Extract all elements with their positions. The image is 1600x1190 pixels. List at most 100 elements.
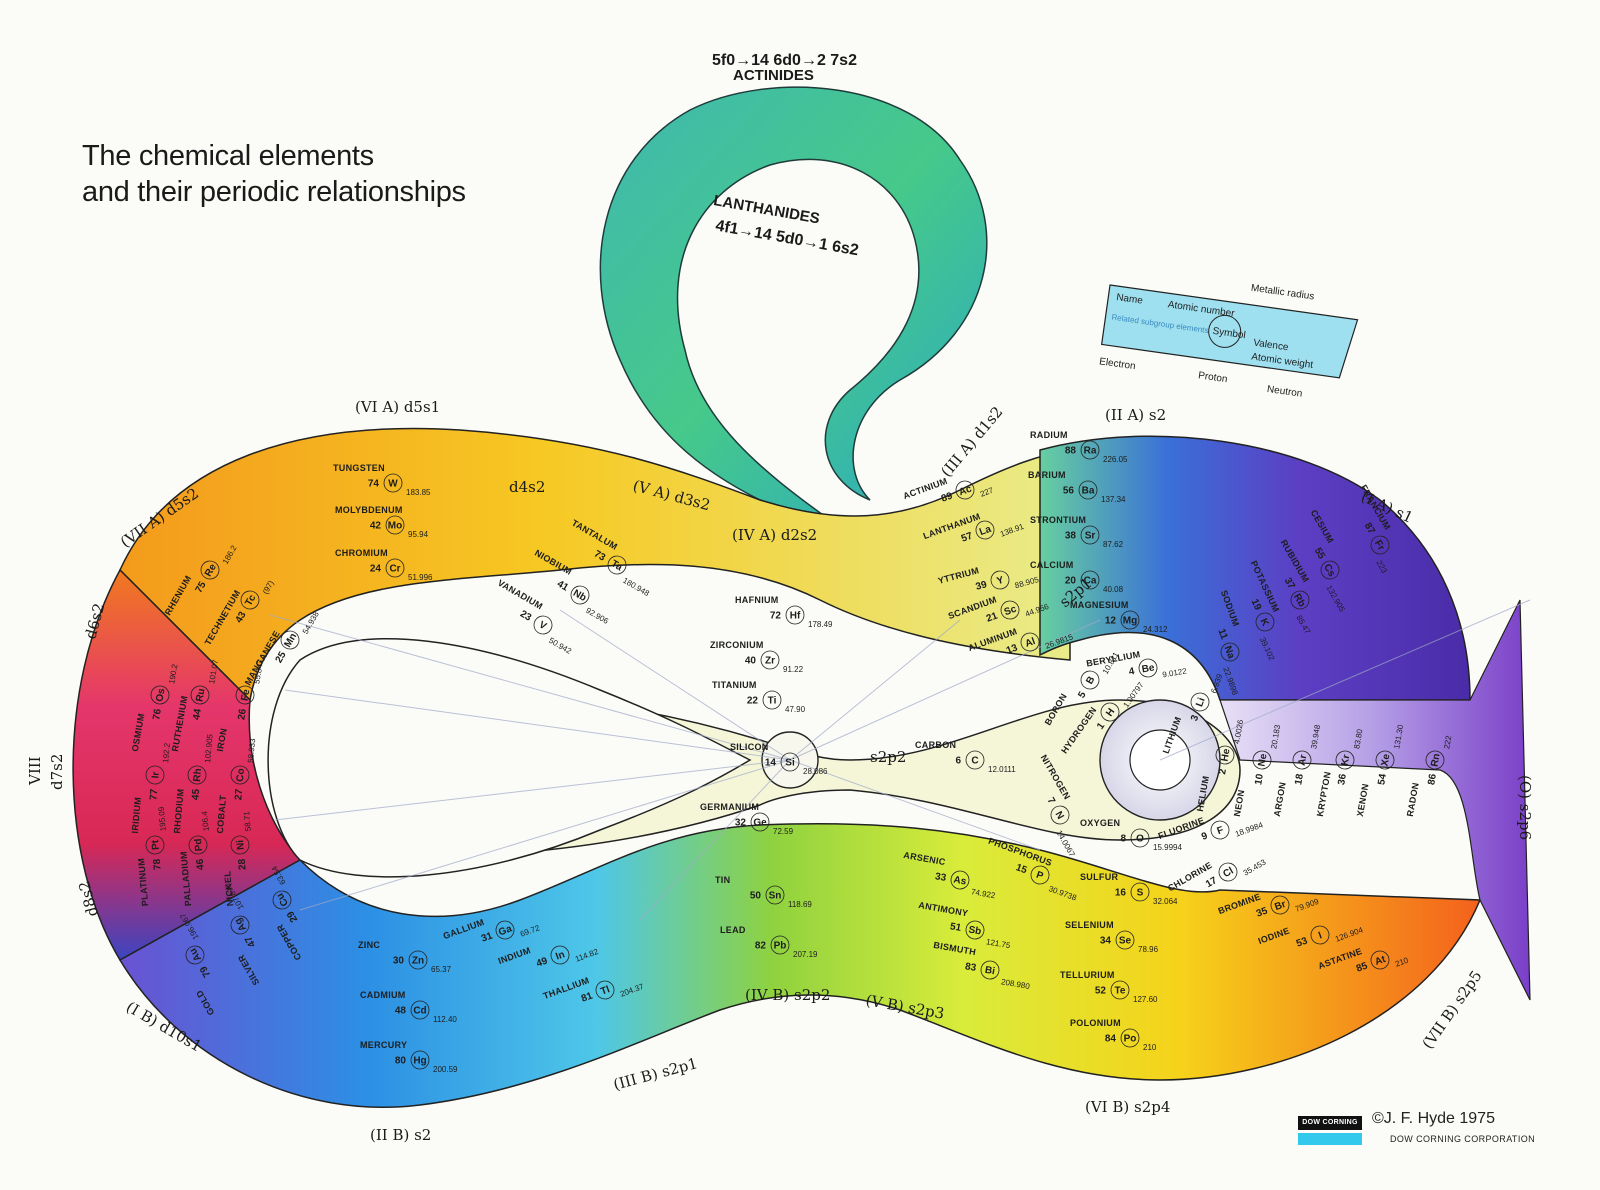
- rare-earth-loop: [599, 86, 988, 521]
- element-number: 24: [370, 564, 382, 575]
- element-number: 43: [234, 609, 249, 625]
- element-number: 23: [518, 609, 534, 624]
- element-weight: 207.19: [793, 950, 818, 959]
- element-number: 53: [1295, 935, 1310, 949]
- element-weight: 40.08: [1103, 585, 1124, 594]
- element-symbol-ring: [1370, 535, 1390, 555]
- element-symbol: Tc: [243, 593, 258, 608]
- element-symbol-ring: [410, 1050, 430, 1070]
- element-symbol: Ar: [1297, 754, 1310, 767]
- element-weight: 101.07: [207, 658, 220, 684]
- element-weight: 102.905: [203, 733, 215, 763]
- chart-title: The chemical elements and their periodic…: [82, 138, 466, 210]
- element-weight: 9.0122: [1162, 666, 1188, 679]
- element-number: 2: [1217, 768, 1229, 776]
- group-label-iib: (II B) s2: [370, 1126, 431, 1144]
- element-symbol: Na: [1222, 644, 1237, 660]
- element-symbol: Ga: [497, 923, 514, 938]
- element-number: 87: [1362, 521, 1377, 537]
- element-symbol: Bi: [984, 965, 996, 978]
- element-weight: 15.9994: [1153, 843, 1182, 852]
- element-weight: 74.922: [970, 887, 996, 900]
- element-symbol-ring: [1290, 590, 1310, 610]
- element-symbol-ring: [1375, 750, 1395, 770]
- element-weight: 87.62: [1103, 540, 1124, 549]
- element-symbol: Ca: [1084, 576, 1097, 587]
- element-name: RADIUM: [1030, 430, 1068, 440]
- element-symbol: Tl: [599, 984, 611, 997]
- element-name: PLATINUM: [136, 858, 150, 907]
- element-name: TUNGSTEN: [333, 463, 385, 473]
- element-symbol: Pt: [150, 839, 162, 851]
- element-symbol: Rh: [192, 768, 204, 782]
- element-number: 55: [1312, 546, 1327, 562]
- element-symbol-ring: [607, 555, 627, 575]
- element-weight: 127.60: [1133, 995, 1158, 1004]
- lanthanides-config: 4f1→14 5d0→1 6s2: [714, 217, 860, 259]
- element-symbol-ring: [230, 765, 250, 785]
- element-weight: 183.85: [406, 488, 431, 497]
- element-name: PALLADIUM: [179, 851, 194, 907]
- group-label-vib: (VI B) s2p4: [1085, 1098, 1170, 1116]
- element-symbol: Fr: [1372, 538, 1387, 552]
- actinides-config: 5f0→14 6d0→2 7s2: [712, 52, 857, 69]
- element-weight: 210: [1394, 955, 1410, 968]
- element-name: XENON: [1355, 783, 1371, 818]
- element-number: 13: [1005, 642, 1020, 656]
- element-number: 51: [949, 921, 962, 934]
- element-number: 89: [940, 490, 955, 504]
- element-symbol: Se: [1119, 936, 1132, 947]
- element-weight: 227: [979, 485, 995, 498]
- element-weight: 210: [1143, 1043, 1157, 1052]
- element-weight: 12.0111: [988, 765, 1016, 774]
- element-weight: 95.94: [408, 530, 429, 539]
- element-symbol: La: [978, 524, 993, 538]
- element-symbol: Pd: [193, 838, 205, 852]
- element-number: 27: [233, 788, 245, 800]
- element-number: 77: [148, 788, 160, 800]
- element-number: 85: [1355, 960, 1370, 974]
- element-number: 54: [1376, 773, 1389, 786]
- element-symbol: Sb: [968, 924, 982, 937]
- group-label-ivb: (IV B) s2p2: [745, 986, 830, 1004]
- element-name: OXYGEN: [1080, 818, 1120, 828]
- element-weight: 137.34: [1101, 495, 1126, 504]
- element-symbol-ring: [955, 480, 975, 500]
- element-number: 34: [1100, 936, 1112, 947]
- element-number: 83: [964, 961, 977, 974]
- legend-symbol-circle: [1208, 314, 1242, 348]
- element-symbol: Cr: [389, 564, 400, 575]
- element-symbol-ring: [1320, 560, 1340, 580]
- element-symbol-ring: [383, 473, 403, 493]
- element-symbol: Sn: [769, 891, 782, 902]
- element-symbol-ring: [1335, 750, 1355, 770]
- element-symbol-ring: [1270, 895, 1290, 915]
- element-number: 56: [1063, 486, 1075, 497]
- element-weight: 18.9984: [1234, 820, 1265, 839]
- element-weight: 47.90: [785, 705, 806, 714]
- element-symbol: F: [1216, 825, 1226, 837]
- element-name: HAFNIUM: [735, 595, 779, 605]
- element-symbol: Be: [1141, 662, 1156, 675]
- element-number: 31: [480, 930, 495, 944]
- group-label-d7s2: d7s2: [48, 754, 66, 790]
- element-name: CADMIUM: [360, 990, 406, 1000]
- element-symbol: Cd: [413, 1006, 426, 1017]
- element-weight: 83.80: [1352, 728, 1364, 750]
- element-symbol-ring: [950, 870, 970, 890]
